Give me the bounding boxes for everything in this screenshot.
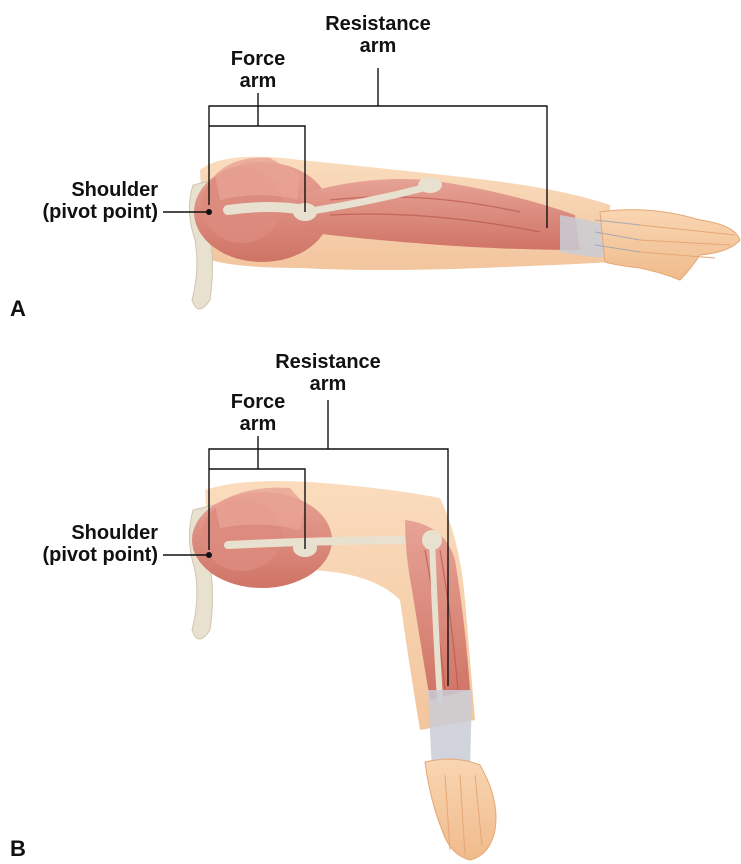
arm-b-illustration: [189, 481, 496, 860]
pivot-point-b: [206, 552, 212, 558]
resistance-arm-label-a: Resistance arm: [318, 13, 438, 57]
panel-letter-a: A: [10, 296, 26, 322]
pivot-label-b: Shoulder (pivot point): [8, 522, 158, 566]
panel-letter-b: B: [10, 836, 26, 862]
force-arm-label-b: Force arm: [218, 391, 298, 435]
arm-a-illustration: [189, 157, 740, 309]
resistance-arm-label-b: Resistance arm: [268, 351, 388, 395]
force-arm-label-a: Force arm: [218, 48, 298, 92]
pivot-point-a: [206, 209, 212, 215]
pivot-label-a: Shoulder (pivot point): [8, 179, 158, 223]
